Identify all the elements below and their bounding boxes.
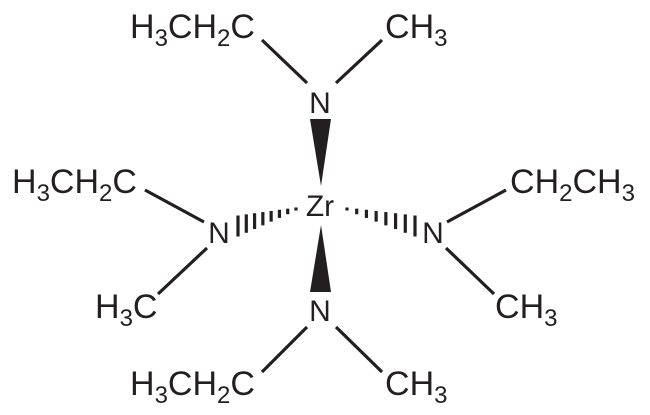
right-nitrogen: N	[422, 217, 444, 250]
bond-right-methyl	[444, 246, 496, 296]
top-methyl-group: CH3	[385, 8, 447, 52]
left-methyl-group: H3C	[95, 288, 157, 332]
bond-left-methyl	[156, 246, 209, 296]
top-ethyl-group: H3CH2C	[130, 8, 255, 52]
bond-top-methyl	[334, 38, 384, 85]
right-ethyl-group: CH2CH3	[510, 163, 635, 207]
hashed-bond-left	[236, 207, 298, 237]
left-amido-ligand: H3CH2C H3C N	[12, 163, 298, 332]
wedge-bond-bottom	[310, 225, 331, 292]
right-methyl-group: CH3	[495, 288, 557, 332]
bottom-nitrogen: N	[309, 295, 331, 328]
left-nitrogen: N	[208, 217, 230, 250]
right-amido-ligand: CH2CH3 CH3 N	[345, 163, 635, 332]
bond-bottom-methyl	[334, 325, 384, 374]
bottom-ethyl-group: H3CH2C	[130, 365, 255, 409]
bond-left-ethyl	[144, 188, 205, 224]
bond-right-ethyl	[446, 188, 507, 224]
left-ethyl-group: H3CH2C	[12, 163, 137, 207]
bond-bottom-ethyl	[260, 325, 309, 374]
hashed-bond-right	[345, 207, 417, 237]
bottom-methyl-group: CH3	[385, 365, 447, 409]
bond-top-ethyl	[260, 38, 309, 85]
wedge-bond-top	[310, 119, 331, 186]
zirconium-atom: Zr	[306, 190, 334, 223]
top-nitrogen: N	[309, 87, 331, 120]
bottom-amido-ligand: N H3CH2C CH3	[130, 225, 447, 409]
top-amido-ligand: H3CH2C CH3 N	[130, 8, 447, 186]
